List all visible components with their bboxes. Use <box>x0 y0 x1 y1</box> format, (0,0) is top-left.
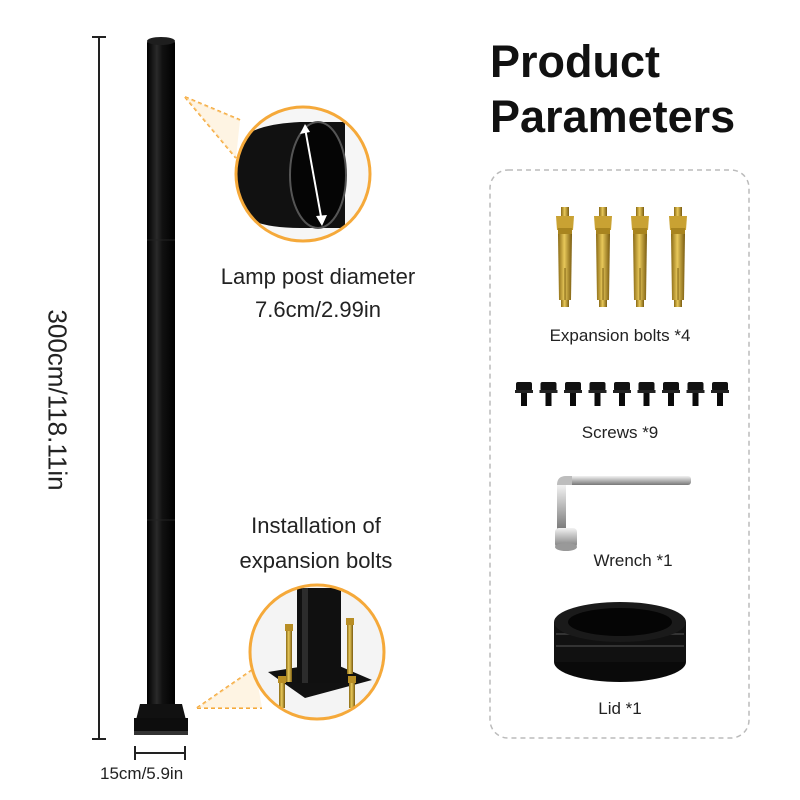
expansion-bolts-image <box>556 207 687 307</box>
screw-icon <box>515 382 533 406</box>
screw-icon <box>539 382 558 406</box>
diameter-label: Lamp post diameter 7.6cm/2.99in <box>200 260 436 326</box>
diameter-label-line-1: Lamp post diameter <box>220 264 416 289</box>
screw-icon <box>613 382 631 406</box>
lid-label: Lid *1 <box>598 699 642 718</box>
diameter-callout <box>184 96 372 243</box>
screws-image <box>515 382 729 406</box>
installation-label-line-2: expansion bolts <box>239 548 393 573</box>
lamp-pole <box>134 37 188 735</box>
wrench-label: Wrench *1 <box>593 551 673 570</box>
height-dimension-line <box>92 36 106 740</box>
installation-label: Installation of expansion bolts <box>218 508 414 578</box>
screw-icon <box>564 382 582 406</box>
title-line-2: Parameters <box>490 91 736 142</box>
screw-icon <box>588 382 607 406</box>
installation-callout <box>196 583 386 721</box>
screws-label: Screws *9 <box>581 423 659 442</box>
screw-icon <box>686 382 705 406</box>
base-width-label: 15cm/5.9in <box>100 764 184 783</box>
lid-image <box>554 602 686 682</box>
screw-icon <box>711 382 729 406</box>
diameter-label-line-2: 7.6cm/2.99in <box>255 297 381 322</box>
title-line-1: Product <box>490 36 661 87</box>
expansion-bolts-label: Expansion bolts *4 <box>549 326 691 345</box>
wrench-image <box>555 476 691 551</box>
width-dimension-line <box>134 746 186 760</box>
screw-icon <box>662 382 680 406</box>
accessories-panel <box>489 169 750 739</box>
screw-icon <box>637 382 656 406</box>
installation-label-line-1: Installation of <box>251 513 381 538</box>
page-title: Product Parameters <box>490 34 735 144</box>
height-dimension-label: 300cm/118.11in <box>42 309 73 491</box>
